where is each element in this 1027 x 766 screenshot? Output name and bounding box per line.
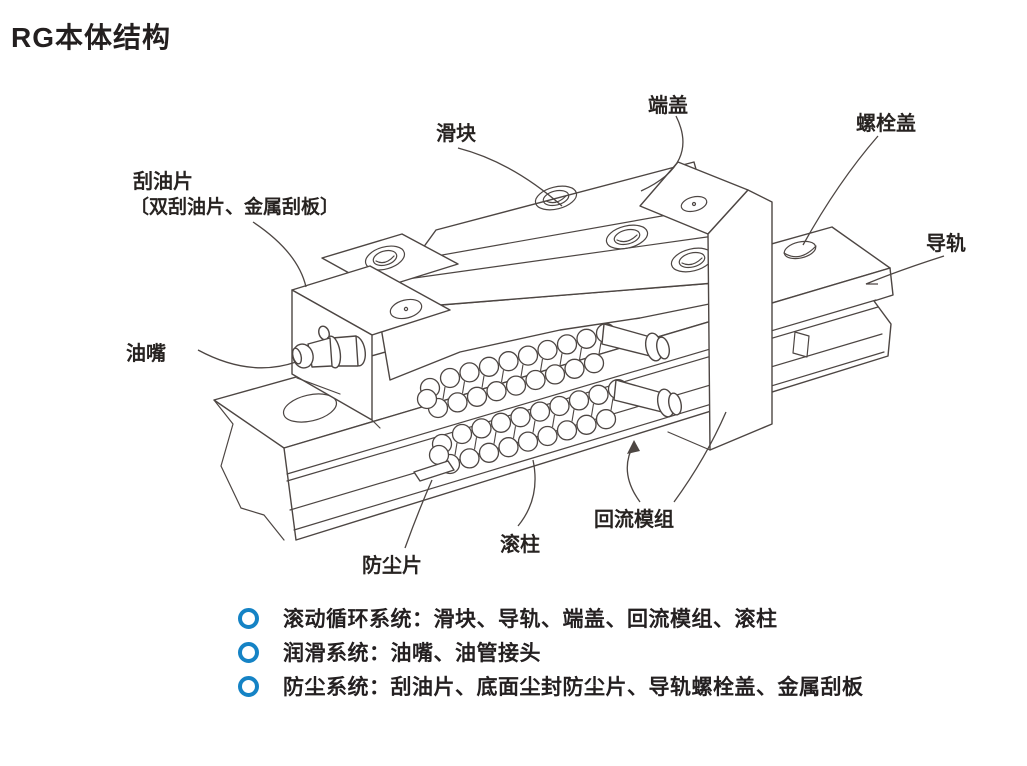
rail-cut-edge — [213, 399, 285, 541]
end-cap — [639, 161, 773, 451]
roller-chains — [416, 323, 629, 475]
slider-block — [291, 161, 773, 451]
label-rail: 导轨 — [926, 231, 966, 255]
label-oil-nipple: 油嘴 — [126, 341, 166, 365]
legend-item-rolling: 滚动循环系统：滑块、导轨、端盖、回流模组、滚柱 — [238, 601, 864, 635]
oil-nipple — [291, 325, 366, 369]
legend-item-lubrication: 润滑系统：油嘴、油管接头 — [238, 635, 864, 669]
leader-recirc-2 — [673, 411, 727, 503]
label-dust-sheet: 防尘片 — [362, 553, 422, 577]
block-mounting-hole — [605, 224, 649, 250]
leader-roller — [517, 459, 536, 527]
legend-text: 润滑系统：油嘴、油管接头 — [283, 642, 541, 665]
block-mounting-hole — [534, 185, 578, 211]
legend-text: 滚动循环系统：滑块、导轨、端盖、回流模组、滚柱 — [283, 608, 778, 631]
bullet-ring-icon — [238, 607, 259, 629]
leader-end-cap — [640, 115, 684, 192]
label-scraper-line2: 〔双刮油片、金属刮板〕 — [130, 195, 339, 218]
rail-mounting-hole — [282, 393, 338, 423]
bolt-cover-cap — [783, 240, 817, 260]
recirculation-module — [601, 323, 682, 418]
dust-sheet-tab — [413, 460, 455, 482]
label-scraper-line1: 刮油片 — [133, 169, 193, 193]
part-labels: 滑块 端盖 螺栓盖 导轨 刮油片 〔双刮油片、金属刮板〕 油嘴 防尘片 滚柱 回… — [126, 93, 966, 577]
label-end-cap: 端盖 — [648, 93, 688, 117]
page-title: RG本体结构 — [11, 22, 172, 53]
legend-text: 防尘系统：刮油片、底面尘封防尘片、导轨螺栓盖、金属刮板 — [283, 676, 864, 699]
legend-item-dustproof: 防尘系统：刮油片、底面尘封防尘片、导轨螺栓盖、金属刮板 — [238, 669, 864, 703]
bullet-ring-icon — [238, 641, 259, 663]
leader-bolt-cover — [802, 135, 879, 246]
label-bolt-cover: 螺栓盖 — [856, 111, 916, 135]
leader-dust-sheet — [404, 479, 433, 549]
leader-arrowhead — [627, 440, 640, 454]
leader-lines — [197, 115, 945, 549]
rail-side-recess — [792, 331, 810, 358]
leader-oil-nipple — [197, 349, 297, 369]
leader-rail — [865, 255, 945, 285]
label-roller: 滚柱 — [500, 532, 540, 556]
bullet-ring-icon — [238, 675, 259, 697]
leader-slider — [457, 147, 563, 207]
label-slider: 滑块 — [436, 122, 477, 145]
leader-scraper — [252, 221, 307, 288]
return-tube — [601, 323, 670, 362]
return-tube — [613, 379, 682, 418]
block-top-band — [399, 207, 715, 281]
label-recirc-module: 回流模组 — [594, 507, 674, 531]
system-legend: 滚动循环系统：滑块、导轨、端盖、回流模组、滚柱 润滑系统：油嘴、油管接头 防尘系… — [238, 601, 864, 703]
